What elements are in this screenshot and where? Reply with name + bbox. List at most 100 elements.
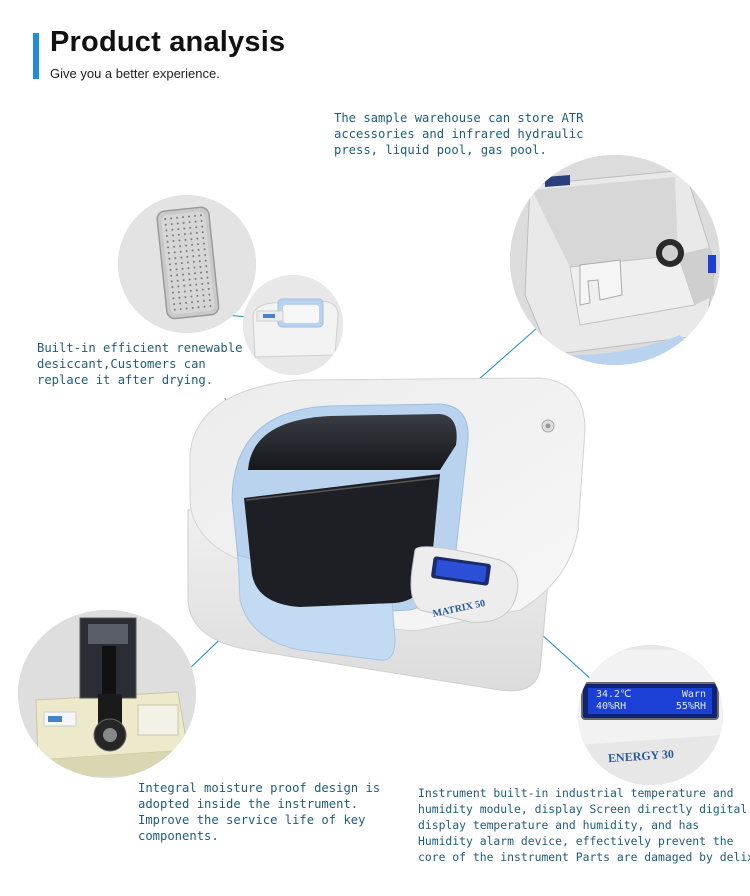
plate-hole bbox=[179, 245, 182, 248]
plate-hole bbox=[189, 289, 192, 292]
plate-hole bbox=[205, 270, 208, 273]
callout-line: replace it after drying. bbox=[37, 373, 214, 387]
desiccant-plate-zoom bbox=[118, 195, 256, 333]
callout-line: The sample warehouse can store ATR bbox=[334, 111, 584, 125]
plate-hole bbox=[208, 299, 211, 302]
plate-hole bbox=[168, 263, 171, 266]
plate-hole bbox=[185, 307, 188, 310]
lcd-warn-label: Warn bbox=[681, 689, 706, 700]
plate-hole bbox=[164, 218, 167, 221]
plate-hole bbox=[194, 272, 197, 275]
plate-hole bbox=[204, 253, 207, 256]
plate-hole bbox=[176, 274, 179, 277]
plate-hole bbox=[182, 216, 185, 219]
plate-hole bbox=[184, 296, 187, 299]
plate-hole bbox=[169, 269, 172, 272]
plate-hole bbox=[179, 302, 182, 305]
plate-hole bbox=[171, 228, 174, 231]
plate-hole bbox=[167, 246, 170, 249]
plate-hole bbox=[182, 273, 185, 276]
plate-hole bbox=[174, 262, 177, 265]
plate-hole bbox=[200, 277, 203, 280]
plate-hole bbox=[172, 297, 175, 300]
plate-hole bbox=[209, 304, 212, 307]
callout-moisture-proof: Integral moisture proof design is adopte… bbox=[138, 780, 380, 844]
plate-hole bbox=[166, 240, 169, 243]
plate-hole bbox=[196, 243, 199, 246]
plate-hole bbox=[199, 214, 202, 217]
plate-hole bbox=[170, 217, 173, 220]
plate-hole bbox=[180, 262, 183, 265]
plate-hole bbox=[165, 235, 168, 238]
plate-hole bbox=[171, 291, 174, 294]
callout-line: adopted inside the instrument. bbox=[138, 797, 359, 811]
plate-hole bbox=[167, 252, 170, 255]
plate-hole bbox=[202, 242, 205, 245]
plate-hole bbox=[201, 288, 204, 291]
plate-hole bbox=[195, 283, 198, 286]
internal-structure-zoom bbox=[18, 610, 196, 778]
plate-hole bbox=[197, 248, 200, 251]
callout-line: Improve the service life of key bbox=[138, 813, 366, 827]
plate-hole bbox=[199, 271, 202, 274]
plate-hole bbox=[182, 221, 185, 224]
plate-hole bbox=[178, 239, 181, 242]
plate-hole bbox=[207, 287, 210, 290]
callout-humidity-module: Instrument built-in industrial temperatu… bbox=[418, 785, 750, 865]
plate-hole bbox=[195, 231, 198, 234]
plate-hole bbox=[176, 216, 179, 219]
plate-hole bbox=[180, 256, 183, 259]
plate-hole bbox=[196, 300, 199, 303]
callout-line: humidity module, display Screen directly… bbox=[418, 802, 748, 816]
sample-warehouse-zoom bbox=[510, 155, 720, 365]
plate-hole bbox=[202, 299, 205, 302]
plate-hole bbox=[185, 250, 188, 253]
callout-line: core of the instrument Parts are damaged… bbox=[418, 850, 750, 864]
lcd-readout: 34.2℃ Warn 40%RH 55%RH bbox=[596, 689, 706, 713]
plate-hole bbox=[189, 226, 192, 229]
plate-hole bbox=[173, 245, 176, 248]
plate-hole bbox=[184, 238, 187, 241]
desiccant-location-zoom bbox=[243, 275, 343, 375]
callout-desiccant: Built-in efficient renewable desiccant,C… bbox=[37, 340, 242, 388]
plate-hole bbox=[191, 301, 194, 304]
plate-hole bbox=[188, 221, 191, 224]
plate-hole bbox=[170, 280, 173, 283]
callout-line: components. bbox=[138, 829, 219, 843]
plate-hole bbox=[174, 257, 177, 260]
instrument-body bbox=[187, 377, 586, 692]
plate-hole bbox=[179, 250, 182, 253]
plate-hole bbox=[194, 277, 197, 280]
plate-hole bbox=[189, 284, 192, 287]
plate-hole bbox=[195, 226, 198, 229]
title-accent-bar bbox=[33, 33, 39, 79]
plate-hole bbox=[173, 251, 176, 254]
plate-hole bbox=[171, 234, 174, 237]
callout-line: Integral moisture proof design is bbox=[138, 781, 381, 795]
plate-hole bbox=[188, 272, 191, 275]
plate-hole bbox=[192, 255, 195, 258]
plate-hole bbox=[181, 267, 184, 270]
callout-line: press, liquid pool, gas pool. bbox=[334, 143, 547, 157]
plate-hole bbox=[165, 229, 168, 232]
plate-hole bbox=[188, 215, 191, 218]
callout-line: Built-in efficient renewable bbox=[37, 341, 243, 355]
plate-hole bbox=[177, 228, 180, 231]
plate-hole bbox=[187, 267, 190, 270]
plate-hole bbox=[186, 261, 189, 264]
plate-hole bbox=[204, 259, 207, 262]
plate-hole bbox=[207, 282, 210, 285]
plate-hole bbox=[191, 249, 194, 252]
plate-hole bbox=[186, 255, 189, 258]
plate-hole bbox=[183, 290, 186, 293]
plate-hole bbox=[200, 219, 203, 222]
plate-hole bbox=[191, 243, 194, 246]
page-subtitle: Give you a better experience. bbox=[50, 66, 220, 81]
plate-hole bbox=[183, 284, 186, 287]
plate-hole bbox=[171, 286, 174, 289]
plate-hole bbox=[170, 223, 173, 226]
plate-hole bbox=[196, 237, 199, 240]
plate-hole bbox=[176, 222, 179, 225]
plate-hole bbox=[188, 278, 191, 281]
plate-hole bbox=[185, 301, 188, 304]
